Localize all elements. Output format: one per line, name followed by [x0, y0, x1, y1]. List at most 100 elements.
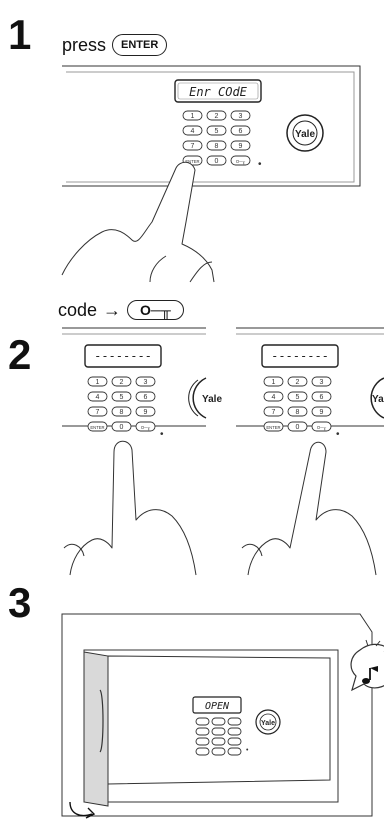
keypad-key: [111, 406, 132, 417]
step-1-number: 1: [8, 11, 32, 58]
keypad-key-label: 0: [120, 424, 124, 431]
step-2-right-display: [261, 344, 339, 368]
step-2-right-panel: [236, 327, 384, 427]
step-1-safe-panel: [62, 65, 361, 187]
keypad-key-label: O─╥: [236, 159, 245, 165]
keypad-key: [206, 140, 227, 151]
yale-brand-2: Yale: [202, 394, 222, 405]
keypad-key: [135, 406, 156, 417]
keypad-key: [311, 406, 332, 417]
yale-brand-4: Yale: [261, 720, 275, 727]
keypad-key: [135, 376, 156, 387]
keypad-key: [287, 406, 308, 417]
keypad-key-label: 1: [96, 379, 100, 386]
keypad-key: [195, 737, 210, 746]
keypad-key: [230, 155, 251, 166]
step-2-right-display-text: --------: [271, 349, 329, 363]
keypad-key-label: 3: [239, 113, 243, 120]
keypad-key-label: 8: [296, 409, 300, 416]
hand-pointer-icon: [241, 441, 377, 576]
bulb-icon: •: [258, 159, 262, 170]
yale-logo-4: [255, 709, 281, 735]
keypad-key-label: ENTER: [266, 425, 280, 430]
step-3-keypad: •: [195, 717, 249, 756]
step-2-left-display: [84, 344, 162, 368]
yale-brand-3: Yale: [372, 394, 384, 405]
arrow-icon: →: [103, 300, 122, 320]
keypad-key: [263, 421, 284, 432]
keypad-key: [135, 391, 156, 402]
keypad-key-label: 8: [215, 143, 219, 150]
step-1-label: press: [62, 35, 107, 55]
yale-logo-3: [370, 377, 384, 419]
keypad-key: [311, 421, 332, 432]
keypad-key: [211, 717, 226, 726]
keypad-key: [227, 727, 242, 736]
keypad-key: [230, 110, 251, 121]
keypad-key: [111, 421, 132, 432]
hand-pointer-icon: [61, 161, 215, 283]
keypad-key: [87, 421, 108, 432]
keypad-key-label: 5: [120, 394, 124, 401]
keypad-key: [87, 391, 108, 402]
keypad-key: [227, 717, 242, 726]
step-2-label: code: [58, 300, 98, 320]
keypad-key: [135, 421, 156, 432]
step-2-left-panel: [62, 327, 206, 427]
keypad-key: [263, 406, 284, 417]
keypad-key-label: 4: [191, 128, 195, 135]
keypad-key: [195, 747, 210, 756]
keypad-key: [227, 737, 242, 746]
keypad-key: [182, 125, 203, 136]
bulb-icon: •: [246, 747, 249, 754]
step-3-open-door: [83, 651, 331, 807]
keypad-key-label: ENTER: [90, 425, 104, 430]
keypad-key-label: 7: [96, 409, 100, 416]
keypad-key-label: 6: [320, 394, 324, 401]
enter-key-badge: ENTER: [112, 34, 168, 56]
keypad-key: [195, 717, 210, 726]
keypad-key-label: O─╥: [141, 425, 150, 431]
keypad-key-label: 2: [296, 379, 300, 386]
step-1-display-text: Enr COdE: [189, 85, 248, 99]
bulb-icon: •: [160, 429, 164, 440]
keypad-key: [211, 747, 226, 756]
keypad-key-label: 6: [239, 128, 243, 135]
keypad-key-label: 2: [215, 113, 219, 120]
keypad-key: [230, 125, 251, 136]
keypad-key-label: 9: [144, 409, 148, 416]
keypad-key: [287, 376, 308, 387]
keypad-key: [111, 376, 132, 387]
step-2-instruction: code → O─╥: [58, 300, 184, 320]
keypad-key: [311, 391, 332, 402]
keypad-key: [182, 110, 203, 121]
keypad-key-label: 5: [215, 128, 219, 135]
keypad-key-label: 1: [272, 379, 276, 386]
keypad-key: [287, 391, 308, 402]
keypad-key: [230, 140, 251, 151]
step-3-display: [192, 696, 242, 714]
keypad-key: [263, 391, 284, 402]
step-2-left-display-text: --------: [94, 349, 152, 363]
step-1-instruction: press ENTER: [62, 34, 168, 56]
yale-logo-2: [192, 377, 207, 419]
keypad-key: [87, 376, 108, 387]
keypad-key-label: 4: [272, 394, 276, 401]
bulb-icon: •: [336, 429, 340, 440]
keypad-key-label: 5: [296, 394, 300, 401]
keypad-key: [263, 376, 284, 387]
keypad-key-label: 9: [320, 409, 324, 416]
keypad-key: [206, 110, 227, 121]
keypad-key-label: 3: [320, 379, 324, 386]
keypad-key: [111, 391, 132, 402]
keypad-key-label: O─╥: [317, 425, 326, 431]
keypad-key: [227, 747, 242, 756]
keypad-key-label: 0: [296, 424, 300, 431]
key-icon: O─╥: [127, 300, 184, 320]
keypad-key: [311, 376, 332, 387]
keypad-key-label: 0: [215, 158, 219, 165]
keypad-key-label: 9: [239, 143, 243, 150]
